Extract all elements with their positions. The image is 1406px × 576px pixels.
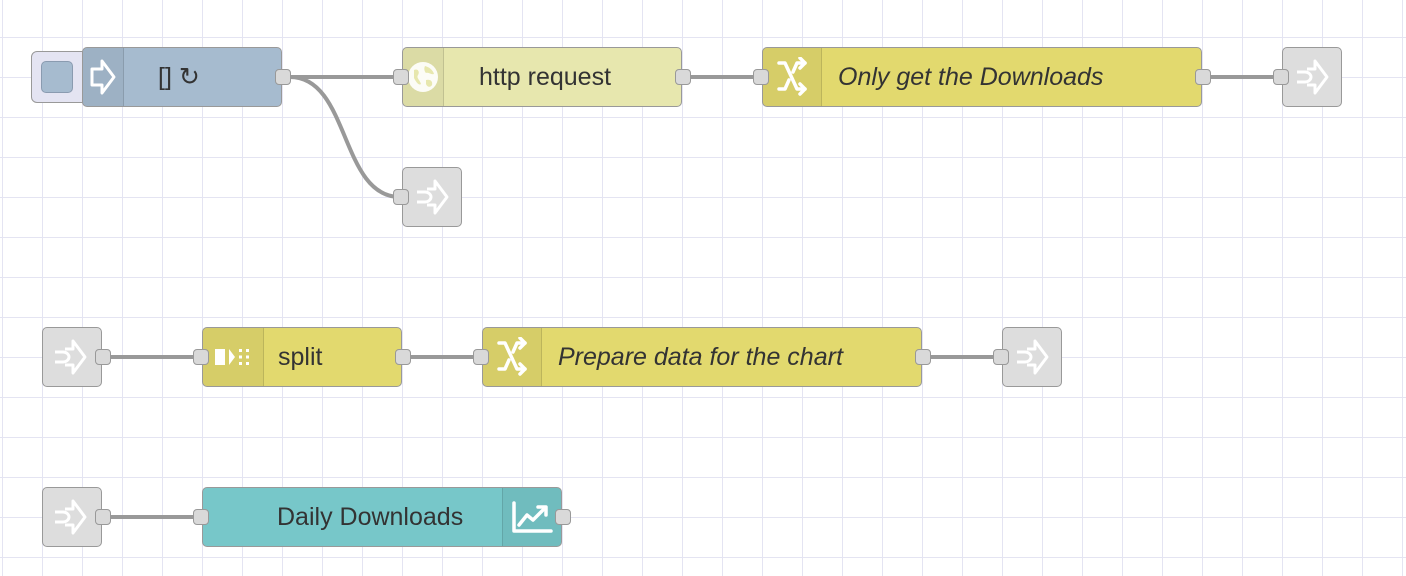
prepare-data-output-port[interactable] <box>915 349 931 365</box>
chart-node-daily-downloads[interactable]: Daily Downloads <box>193 487 571 547</box>
link-in-2-output-port[interactable] <box>95 509 111 525</box>
http-request-icon-box <box>403 48 444 106</box>
split-icon <box>215 349 249 365</box>
change-node-only-get-downloads[interactable]: Only get the Downloads <box>753 47 1211 107</box>
http-request-node[interactable]: http request <box>393 47 691 107</box>
link-in-icon <box>55 339 87 375</box>
inject-node-label: [] ↻ <box>158 63 200 91</box>
link-out-icon <box>1017 339 1049 375</box>
link-in-1-output-port[interactable] <box>95 349 111 365</box>
link-out-icon <box>417 179 449 215</box>
inject-icon-box <box>83 48 124 106</box>
link-out-icon <box>1297 59 1329 95</box>
link-out-2-input-port[interactable] <box>393 189 409 205</box>
split-output-port[interactable] <box>395 349 411 365</box>
link-out-3-input-port[interactable] <box>993 349 1009 365</box>
split-node[interactable]: split <box>193 327 411 387</box>
link-in-node-1[interactable] <box>42 327 111 387</box>
chart-icon-box <box>502 488 561 546</box>
link-out-node-3[interactable] <box>993 327 1062 387</box>
link-out-1-input-port[interactable] <box>1273 69 1289 85</box>
shuffle-icon <box>497 337 527 376</box>
change-node-output-port[interactable] <box>1195 69 1211 85</box>
inject-trigger-button[interactable] <box>31 51 89 103</box>
http-request-output-port[interactable] <box>675 69 691 85</box>
chart-icon <box>512 501 553 533</box>
change-node-prepare-data[interactable]: Prepare data for the chart <box>473 327 931 387</box>
http-request-input-port[interactable] <box>393 69 409 85</box>
link-in-node-2[interactable] <box>42 487 111 547</box>
split-input-port[interactable] <box>193 349 209 365</box>
link-in-icon <box>55 499 87 535</box>
inject-trigger-inner <box>41 61 73 93</box>
globe-icon <box>408 62 438 92</box>
prepare-data-node-label: Prepare data for the chart <box>558 343 843 371</box>
chart-output-port[interactable] <box>555 509 571 525</box>
inject-node[interactable]: [] ↻ <box>82 47 291 107</box>
inject-output-port[interactable] <box>275 69 291 85</box>
change-icon-box-2 <box>483 328 542 386</box>
shuffle-icon <box>777 57 807 96</box>
split-node-label: split <box>278 343 323 371</box>
wire-inject-to-link-out <box>288 75 402 199</box>
inject-arrow-icon <box>90 59 116 95</box>
prepare-data-input-port[interactable] <box>473 349 489 365</box>
change-node-input-port[interactable] <box>753 69 769 85</box>
chart-node-label: Daily Downloads <box>277 503 464 531</box>
split-icon-box <box>203 328 264 386</box>
link-out-node-1[interactable] <box>1273 47 1342 107</box>
change-node-label: Only get the Downloads <box>838 63 1104 91</box>
chart-input-port[interactable] <box>193 509 209 525</box>
http-request-node-label: http request <box>479 63 612 91</box>
change-icon-box <box>763 48 822 106</box>
link-out-node-2[interactable] <box>393 167 462 227</box>
